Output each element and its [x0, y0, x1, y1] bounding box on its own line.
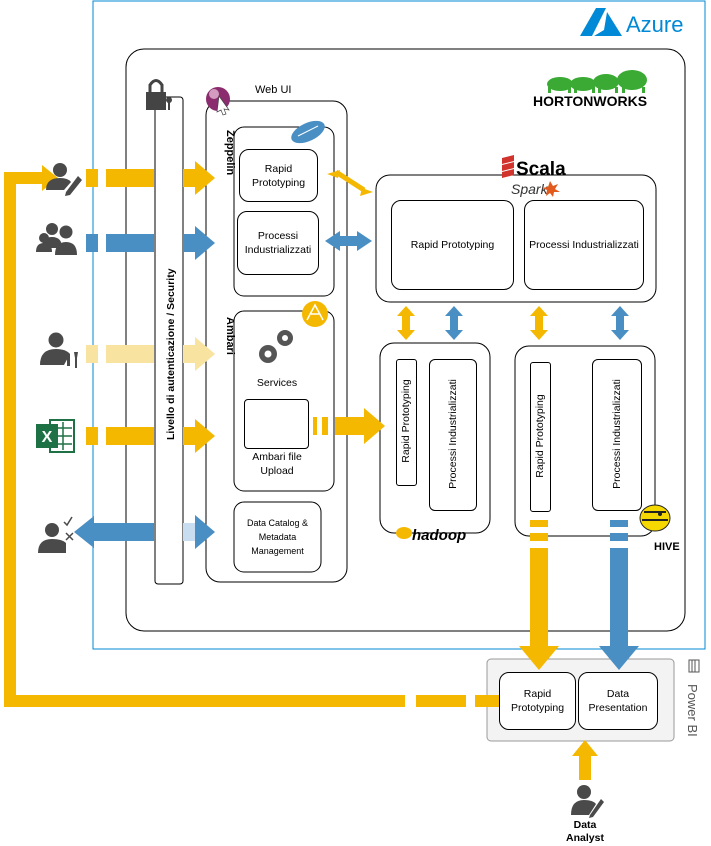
powerbi-rapid-label: Rapid Prototyping — [510, 688, 565, 714]
powerbi-data-label: Data Presentation — [588, 688, 648, 714]
spark-label: Spark — [511, 181, 549, 197]
arrow-excel — [86, 419, 215, 453]
spark-star-icon — [542, 181, 560, 197]
ambari-upload-label: Ambari file Upload — [252, 451, 302, 477]
ambari-services-label: Services — [257, 377, 297, 389]
catalog-box — [233, 501, 322, 573]
hortonworks-logo-icon — [547, 70, 647, 93]
arrow-feedback-loop — [4, 165, 499, 707]
azure-logo-icon — [580, 8, 622, 36]
webui-title: Web UI — [255, 84, 291, 96]
hadoop-rapid-label: Rapid Prototyping — [400, 379, 412, 463]
arrow-spark-hadoop-blue — [445, 306, 463, 340]
azure-container — [92, 0, 706, 650]
arrow-zeppelin-spark-rapid — [327, 169, 373, 196]
arrow-user-group — [86, 226, 215, 260]
lock-icon — [146, 79, 172, 110]
azure-title: Azure — [626, 12, 683, 37]
arrow-spark-hive-orange — [530, 306, 548, 340]
user-check-icon — [38, 516, 74, 553]
powerbi-data-box: Data Presentation — [578, 672, 658, 730]
catalog-text: Data Catalog & Metadata Management — [246, 518, 309, 556]
spark-rapid-label: Rapid Prototyping — [410, 239, 495, 251]
arrow-hive-powerbi-rapid — [519, 520, 559, 670]
ambari-container — [233, 310, 335, 492]
hive-logo: HIVE — [654, 541, 680, 553]
zeppelin-container — [233, 126, 335, 297]
gear-icon — [259, 330, 293, 363]
scala-logo-icon — [502, 155, 514, 178]
hive-rapid-box — [530, 362, 551, 512]
hive-bee-icon — [639, 504, 671, 532]
arrow-zeppelin-spark-ind — [325, 231, 372, 251]
zeppelin-industrial-box: Processi Industrializzati — [237, 211, 319, 275]
ambari-label: Ambari — [224, 317, 236, 355]
spark-industrial-box: Processi Industrializzati — [524, 200, 644, 290]
spark-industrial-label: Processi Industrializzati — [529, 239, 639, 251]
powerbi-label: Power BI — [685, 684, 700, 737]
user-edit-icon — [46, 163, 82, 196]
arrow-user-admin — [86, 337, 215, 371]
hortonworks-container — [125, 48, 686, 632]
zeppelin-label: Zeppelin — [224, 130, 236, 176]
powerbi-rapid-box: Rapid Prototyping — [499, 672, 576, 730]
hive-industrial-box — [592, 359, 642, 511]
data-analyst-icon — [571, 785, 604, 818]
arrow-spark-hive-blue — [611, 306, 629, 340]
scala-label: Scala — [516, 159, 566, 180]
arrow-upload-hadoop — [313, 408, 385, 444]
hadoop-rapid-box — [396, 359, 417, 486]
arrow-analyst-powerbi — [572, 740, 598, 780]
hadoop-logo: hadoop — [412, 527, 466, 544]
hive-industrial-label: Processi Industrializzati — [611, 379, 623, 489]
hortonworks-title: HORTONWORKS — [533, 93, 647, 109]
hive-rapid-label: Rapid Prototyping — [534, 394, 546, 478]
user-group-icon — [36, 223, 77, 255]
hadoop-industrial-box — [429, 359, 477, 511]
svg-text:X: X — [42, 429, 53, 446]
hadoop-elephant-icon — [396, 527, 412, 539]
zeppelin-rapid-box: Rapid Prototyping — [239, 149, 318, 202]
zeppelin-rapid-label: Rapid Prototyping — [251, 162, 306, 189]
arrow-hive-powerbi-data — [599, 520, 639, 670]
ambari-upload-box — [244, 399, 309, 449]
excel-icon: X — [36, 419, 75, 453]
spark-rapid-box: Rapid Prototyping — [391, 200, 514, 290]
arrow-spark-hadoop-orange — [397, 306, 415, 340]
zeppelin-industrial-label: Processi Industrializzati — [244, 230, 312, 256]
ambari-logo-icon — [302, 301, 328, 327]
hadoop-industrial-label: Processi Industrializzati — [447, 379, 459, 489]
arrow-user-check — [74, 515, 215, 549]
webui-container — [205, 100, 348, 583]
data-analyst-label: Data Analyst — [566, 819, 604, 844]
webui-cursor-icon — [206, 87, 230, 116]
user-admin-icon — [40, 332, 78, 368]
powerbi-icon — [688, 659, 700, 673]
security-label: Livello di autenticazione / Security — [165, 268, 177, 440]
zeppelin-icon — [291, 120, 325, 144]
arrow-user-edit — [86, 161, 215, 195]
